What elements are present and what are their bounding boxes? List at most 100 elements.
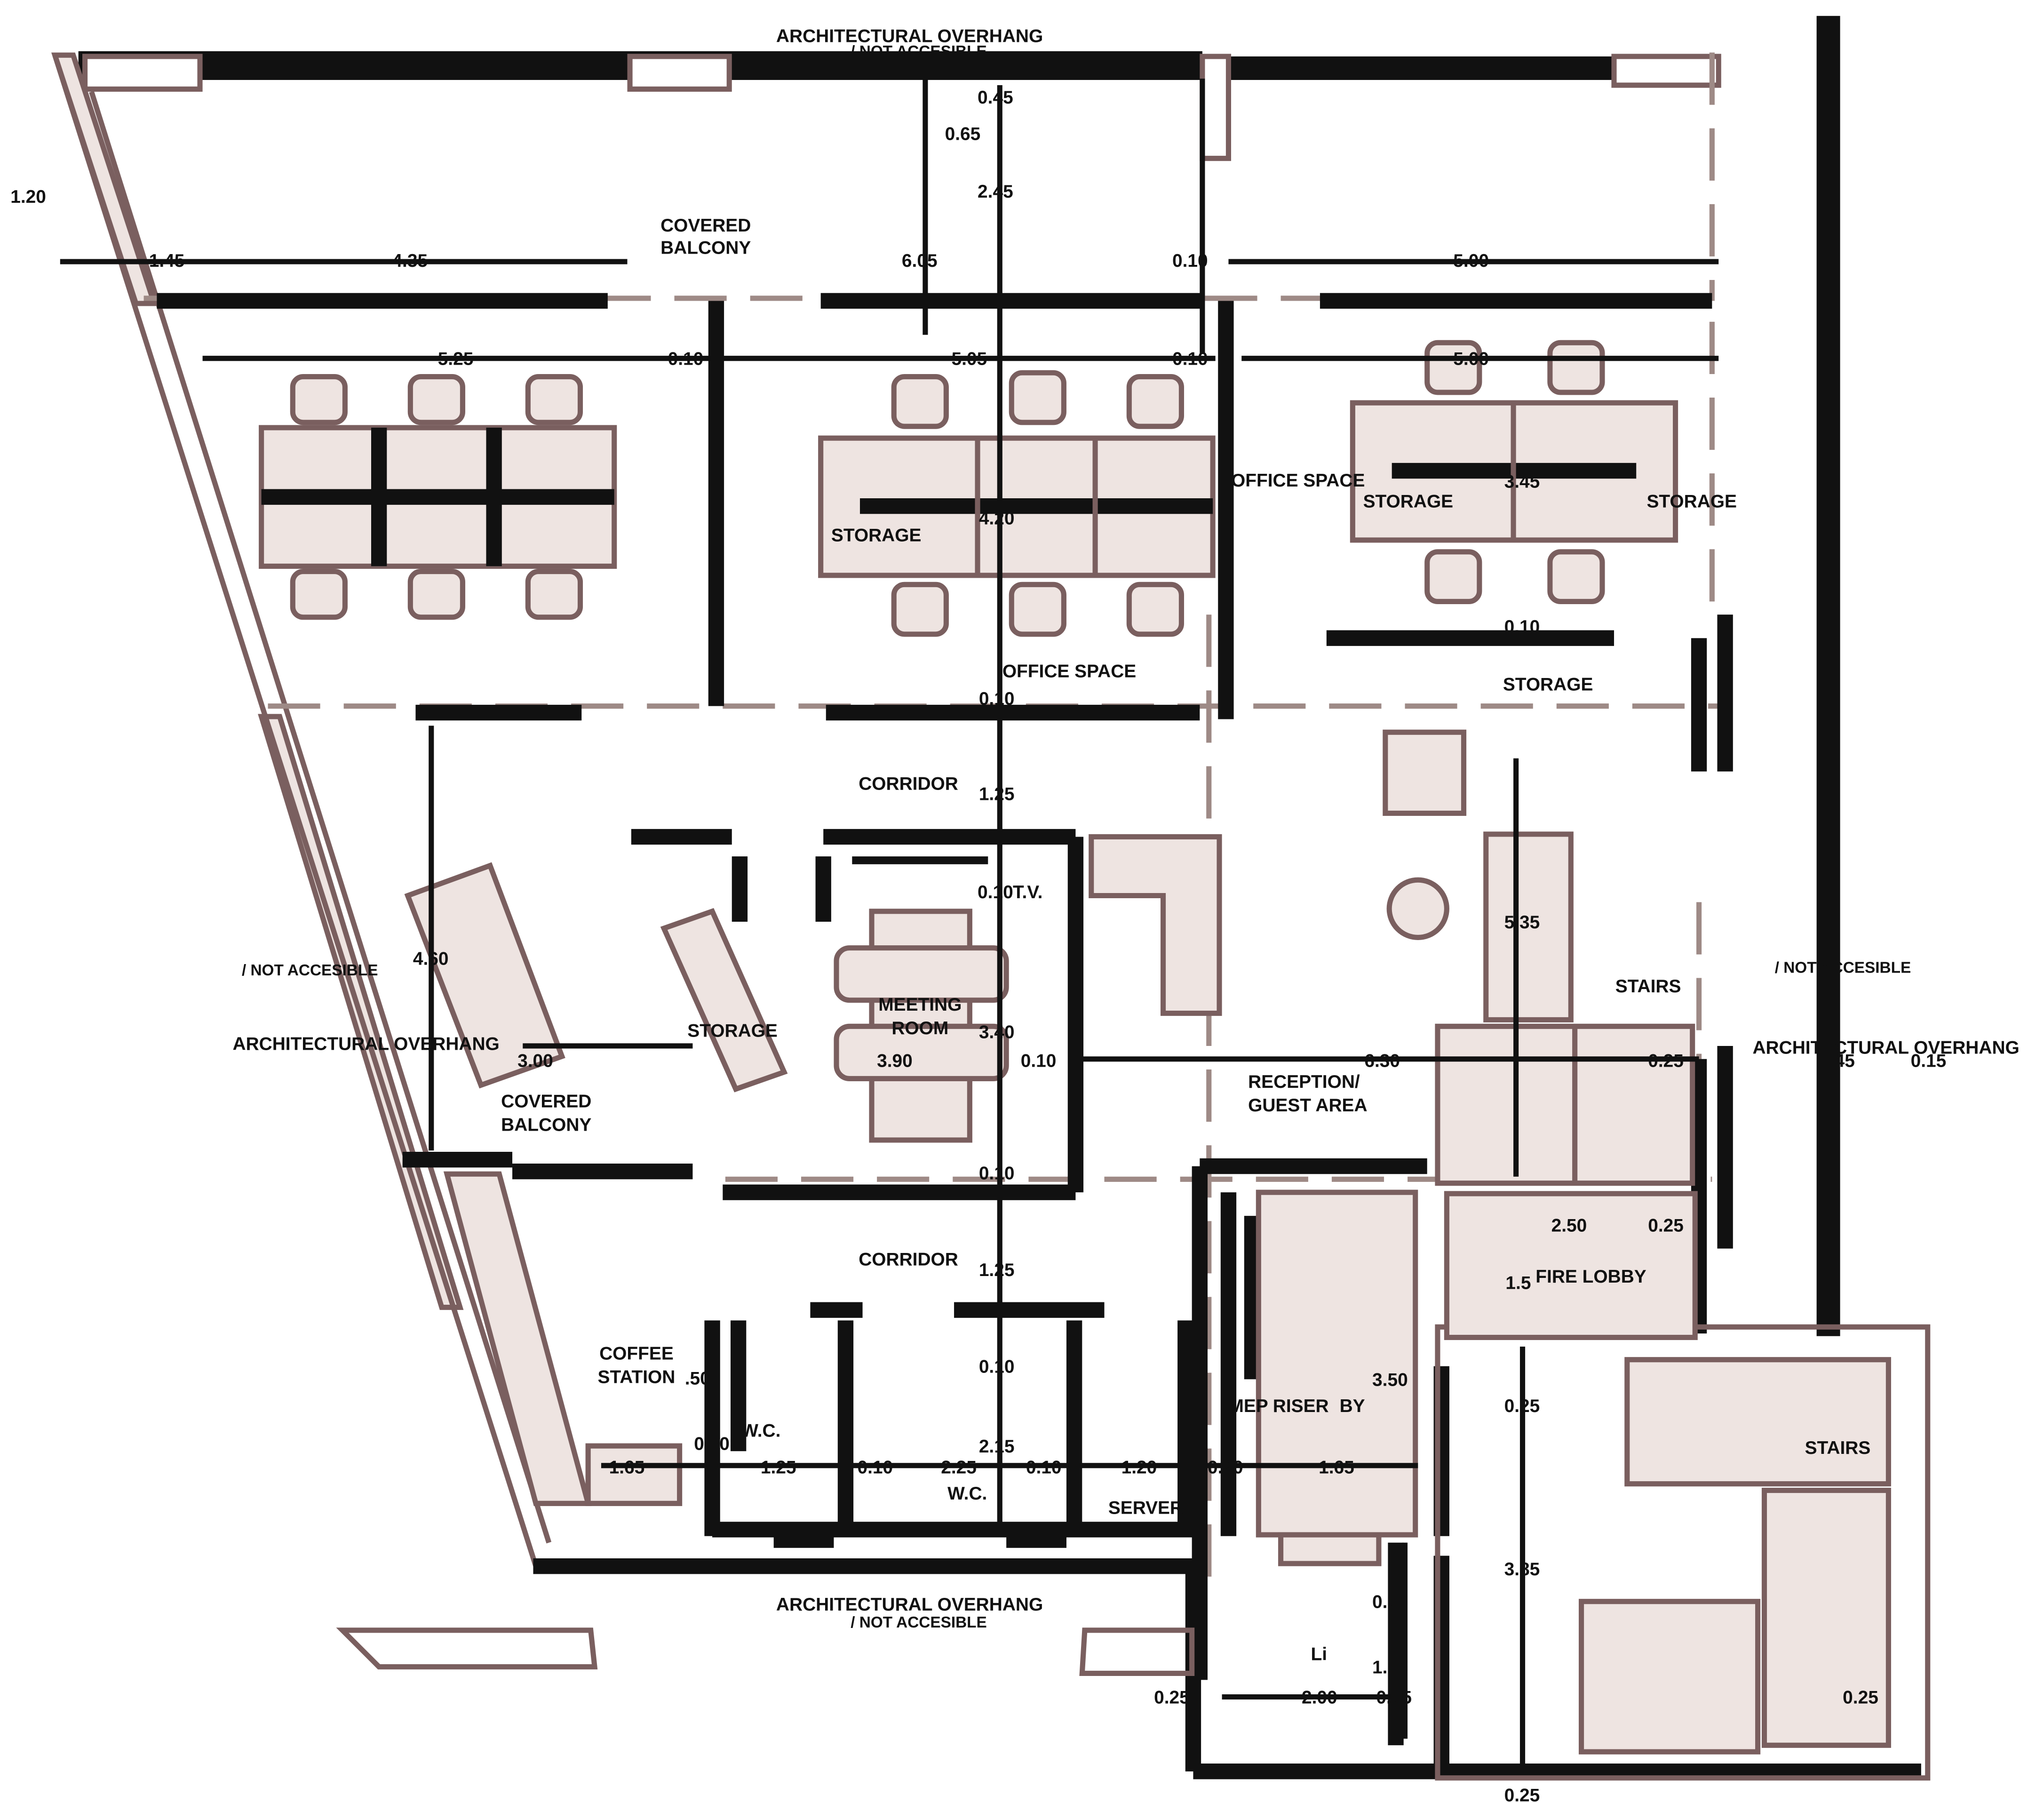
chairs-middle [891, 370, 1184, 637]
dimension-lines [60, 79, 1719, 1771]
room-label-coffee-2: STATION [598, 1367, 676, 1388]
room-label-arch-left: ARCHITECTURAL OVERHANG [233, 1034, 500, 1054]
room-label-corridor-1: CORRIDOR [859, 774, 958, 794]
dim-label: 5.00 [1453, 349, 1489, 369]
dim-label: 3.85 [1504, 1559, 1540, 1580]
room-labels: ARCHITECTURAL OVERHANG / NOT ACCESIBLE C… [233, 26, 2020, 1664]
dim-label: 0.10 [1021, 1051, 1057, 1071]
room-label-wc-1: W.C. [741, 1421, 780, 1441]
dim-label: 2.45 [1819, 1051, 1855, 1071]
dim-label: 5.00 [1453, 251, 1489, 271]
dim-label: 2.50 [1551, 1215, 1587, 1236]
room-label-storage-3: STORAGE [1646, 491, 1737, 511]
dim-label: 0.10 [1172, 349, 1208, 369]
dim-label: 0.25 [1154, 1687, 1190, 1707]
dim-label: 0.10 [978, 882, 1013, 902]
dim-label: 0.60 [1208, 1457, 1243, 1477]
dim-label: 1.25 [761, 1457, 796, 1477]
room-label-storage-4: STORAGE [1503, 674, 1593, 694]
dim-label: 5.05 [951, 349, 987, 369]
room-label-reception-2: GUEST AREA [1248, 1095, 1367, 1116]
room-label-by: BY [1340, 1396, 1365, 1416]
dim-label: 4.35 [392, 251, 428, 271]
room-label-stairs-1: STAIRS [1615, 976, 1681, 997]
room-label-meeting-1: MEETING [878, 995, 962, 1015]
dim-label: 0.10 [668, 349, 704, 369]
dim-label: 1.5 [1505, 1273, 1531, 1293]
room-label-not-accessible-left: / NOT ACCESIBLE [242, 962, 378, 979]
dimension-labels: 1.20 1.45 4.35 0.45 0.65 2.45 6.05 0.10 … [10, 88, 1946, 1803]
dim-label: 0.45 [978, 88, 1013, 108]
room-label-arch-top-sub: / NOT ACCESIBLE [851, 43, 986, 60]
dim-label: 1.45 [149, 251, 185, 271]
room-label-mep: MEP RISER [1228, 1396, 1328, 1416]
dim-label: 1.25 [979, 784, 1015, 805]
room-label-stairs-2: STAIRS [1805, 1438, 1871, 1458]
furniture [259, 340, 1891, 1755]
room-label-li: Li [1311, 1644, 1327, 1665]
room-label-covered-balcony-left-2: BALCONY [501, 1115, 591, 1135]
room-label-arch-top: ARCHITECTURAL OVERHANG [776, 26, 1043, 46]
dim-label: 0.10 [979, 1163, 1015, 1183]
room-label-storage-1: STORAGE [831, 526, 922, 546]
dim-label: 2.25 [941, 1457, 977, 1477]
dim-label: 4.20 [979, 509, 1015, 529]
dim-label: 0.10 [979, 1357, 1015, 1377]
dim-label: 4.60 [413, 949, 449, 969]
dim-label: 1.25 [979, 1260, 1015, 1280]
room-label-office-space-2: OFFICE SPACE [1231, 471, 1365, 491]
dim-label: 0.10 [1172, 251, 1208, 271]
dim-label: 2.45 [978, 182, 1013, 202]
room-label-office-space-1: OFFICE SPACE [1002, 662, 1136, 682]
dim-label: 0.65 [945, 124, 981, 144]
dim-label: 1.65 [609, 1457, 645, 1477]
room-label-covered-balcony-top-2: BALCONY [660, 238, 751, 258]
walls [51, 16, 1931, 1781]
dim-label: 1.20 [10, 187, 46, 207]
room-label-corridor-2: CORRIDOR [859, 1250, 958, 1270]
dim-label: 0.25 [1504, 1786, 1540, 1803]
dim-label: 1.85 [1372, 1657, 1408, 1677]
dim-label: 0.25 [1504, 1396, 1540, 1416]
dim-label: 0.25 [1372, 1592, 1408, 1612]
room-label-server: SERVER [1108, 1498, 1183, 1518]
room-label-covered-balcony-left-1: COVERED [501, 1092, 591, 1112]
room-label-storage-2: STORAGE [1363, 491, 1454, 511]
dim-label: 0.25 [1648, 1215, 1684, 1236]
room-label-arch-right: ARCHITECTURAL OVERHANG [1752, 1038, 2019, 1058]
room-label-arch-bottom: ARCHITECTURAL OVERHANG [776, 1595, 1043, 1615]
dim-label: 3.40 [979, 1022, 1015, 1042]
dim-label: 3.50 [1372, 1370, 1408, 1390]
room-label-not-accessible-right: / NOT ACCESIBLE [1775, 959, 1911, 976]
room-label-tv: T.V. [1013, 882, 1042, 902]
dim-label: 1.65 [1319, 1457, 1354, 1477]
room-label-storage-5: STORAGE [687, 1021, 778, 1041]
room-label-arch-bottom-sub: / NOT ACCESIBLE [851, 1614, 986, 1631]
dim-label: 3.90 [877, 1051, 913, 1071]
dim-label: 0.15 [1911, 1051, 1947, 1071]
dim-label: 5.35 [1504, 912, 1540, 933]
chairs-right [1424, 340, 1605, 604]
dim-label: 0.25 [1843, 1687, 1878, 1707]
room-label-fire-lobby: FIRE LOBBY [1535, 1267, 1646, 1287]
dim-label: 0.10 [1504, 617, 1540, 637]
dim-label: 2.15 [979, 1436, 1015, 1457]
dim-label: .50 [685, 1369, 710, 1389]
dim-label: 3.45 [1504, 472, 1540, 492]
dim-label: 0.10 [979, 689, 1015, 709]
room-label-covered-balcony-top-1: COVERED [660, 215, 751, 236]
dim-label: 0.10 [694, 1434, 730, 1454]
dim-label: 0.25 [1648, 1051, 1684, 1071]
dim-label: 2.00 [1302, 1687, 1337, 1707]
room-label-meeting-2: ROOM [891, 1018, 948, 1038]
dim-label: 6.05 [902, 251, 938, 271]
dim-label: 6.30 [1364, 1051, 1400, 1071]
dim-label: 0.10 [1026, 1457, 1062, 1477]
dim-label: 0.25 [1376, 1687, 1412, 1707]
dim-label: 1.20 [1121, 1457, 1157, 1477]
room-label-coffee-1: COFFEE [599, 1344, 674, 1364]
dim-label: 3.00 [517, 1051, 553, 1071]
chairs-top-left [290, 374, 583, 620]
room-label-reception-1: RECEPTION/ [1248, 1072, 1360, 1092]
